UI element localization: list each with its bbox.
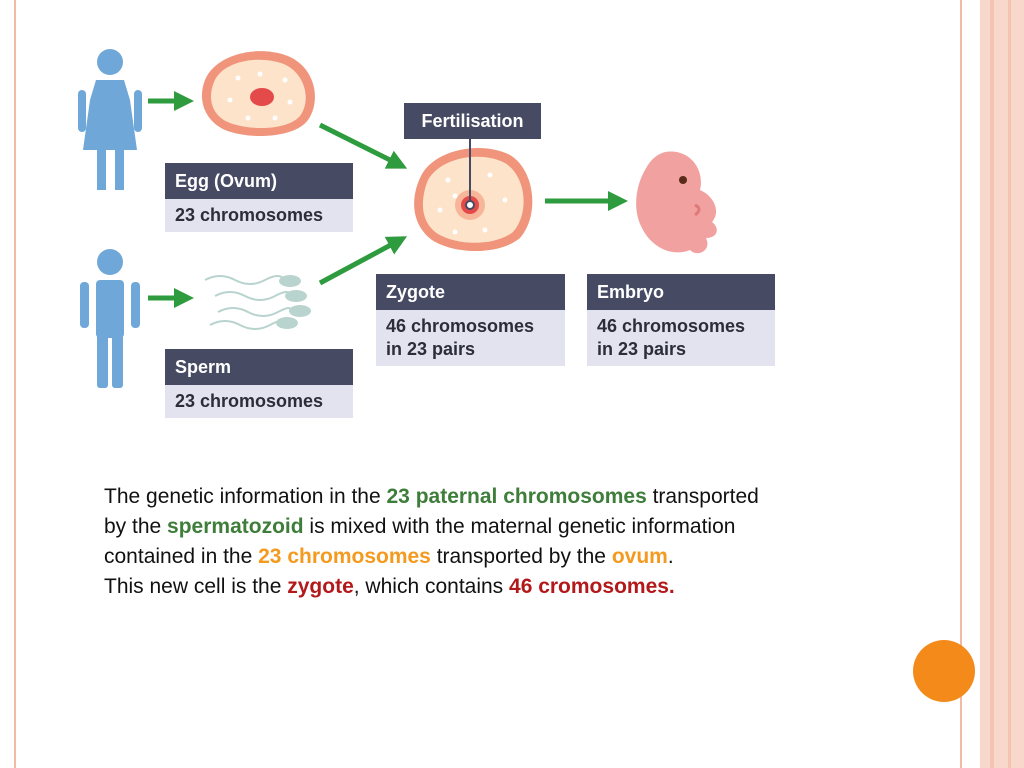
caption-text-run: The genetic information in the: [104, 485, 387, 508]
zygote-cell-icon: [414, 139, 533, 252]
decorative-circle-icon: [913, 640, 975, 702]
egg-cell-icon: [201, 51, 315, 136]
sperm-cells-icon: [204, 275, 311, 330]
egg-label-detail: 23 chromosomes: [165, 199, 353, 232]
caption-text-run: transported by the: [430, 545, 612, 568]
zygote-detail-line: in 23 pairs: [386, 339, 476, 359]
male-figure-icon: [80, 249, 140, 388]
left-border-line: [14, 0, 16, 768]
egg-label: Egg (Ovum) 23 chromosomes: [165, 163, 353, 232]
arrow-icon: [148, 91, 628, 308]
egg-label-title: Egg (Ovum): [165, 163, 353, 199]
caption-text: The genetic information in the 23 patern…: [104, 482, 924, 602]
highlight-maternal: 23 chromosomes: [258, 545, 431, 568]
female-figure-icon: [78, 49, 142, 190]
embryo-detail-line: 46 chromosomes: [597, 316, 746, 336]
caption-text-run: transported: [646, 485, 759, 508]
right-border-stripe: [990, 0, 994, 768]
embryo-label: Embryo 46 chromosomes in 23 pairs: [587, 274, 775, 366]
sperm-label-detail: 23 chromosomes: [165, 385, 353, 418]
caption-text-run: This new cell is the: [104, 575, 288, 598]
caption-line: This new cell is the zygote, which conta…: [104, 572, 924, 602]
embryo-label-title: Embryo: [587, 274, 775, 310]
caption-line: The genetic information in the 23 patern…: [104, 482, 924, 512]
embryo-detail-line: in 23 pairs: [597, 339, 687, 359]
sperm-label-title: Sperm: [165, 349, 353, 385]
sperm-label: Sperm 23 chromosomes: [165, 349, 353, 418]
right-border-band: [980, 0, 1024, 768]
highlight-ovum: ovum: [611, 545, 668, 568]
zygote-detail-line: 46 chromosomes: [386, 316, 535, 336]
highlight-spermatozoid: spermatozoid: [167, 515, 304, 538]
embryo-label-detail: 46 chromosomes in 23 pairs: [587, 310, 775, 366]
zygote-label-detail: 46 chromosomes in 23 pairs: [376, 310, 565, 366]
highlight-paternal: 23 paternal chromosomes: [386, 485, 647, 508]
embryo-icon: [636, 151, 717, 254]
highlight-zygote: zygote: [287, 575, 354, 598]
fertilisation-label: Fertilisation: [404, 103, 541, 139]
right-border-stripe: [1008, 0, 1011, 768]
caption-text-run: .: [667, 545, 674, 568]
caption-text-run: contained in the: [104, 545, 259, 568]
zygote-label: Zygote 46 chromosomes in 23 pairs: [376, 274, 565, 366]
caption-text-run: by the: [104, 515, 168, 538]
highlight-46: 46 cromosomes.: [509, 575, 675, 598]
caption-text-run: , which contains: [353, 575, 510, 598]
caption-text-run: is mixed with the maternal genetic infor…: [303, 515, 736, 538]
right-border-line: [960, 0, 962, 768]
caption-line: contained in the 23 chromosomes transpor…: [104, 542, 924, 572]
zygote-label-title: Zygote: [376, 274, 565, 310]
caption-line: by the spermatozoid is mixed with the ma…: [104, 512, 924, 542]
